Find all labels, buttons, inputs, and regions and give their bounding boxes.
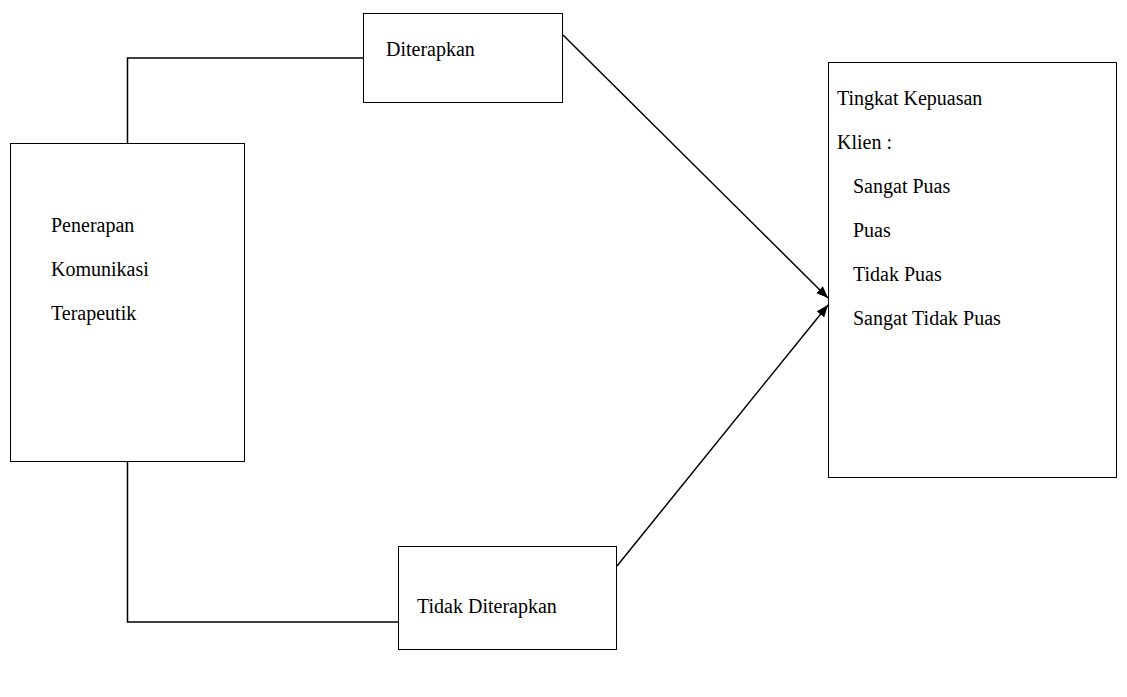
box-label: Tingkat Kepuasan Klien : [837, 76, 1012, 164]
connector-arrow [563, 35, 828, 298]
box-label: Diterapkan [386, 27, 550, 71]
process-box: Tidak Diterapkan [398, 546, 617, 650]
result-box: Tingkat Kepuasan Klien :Sangat PuasPuasT… [828, 62, 1117, 478]
connector-line [128, 58, 364, 143]
list-item: Sangat Tidak Puas [853, 296, 1106, 340]
list-item: Puas [853, 208, 1106, 252]
box-label: Tidak Diterapkan [417, 584, 604, 628]
process-box: Penerapan Komunikasi Terapeutik [10, 143, 245, 462]
connector-line [128, 462, 399, 622]
box-label: Penerapan Komunikasi Terapeutik [51, 203, 181, 335]
list-item: Sangat Puas [853, 164, 1106, 208]
list-item: Tidak Puas [853, 252, 1106, 296]
connector-arrow [617, 305, 828, 566]
process-box: Diterapkan [363, 13, 563, 103]
